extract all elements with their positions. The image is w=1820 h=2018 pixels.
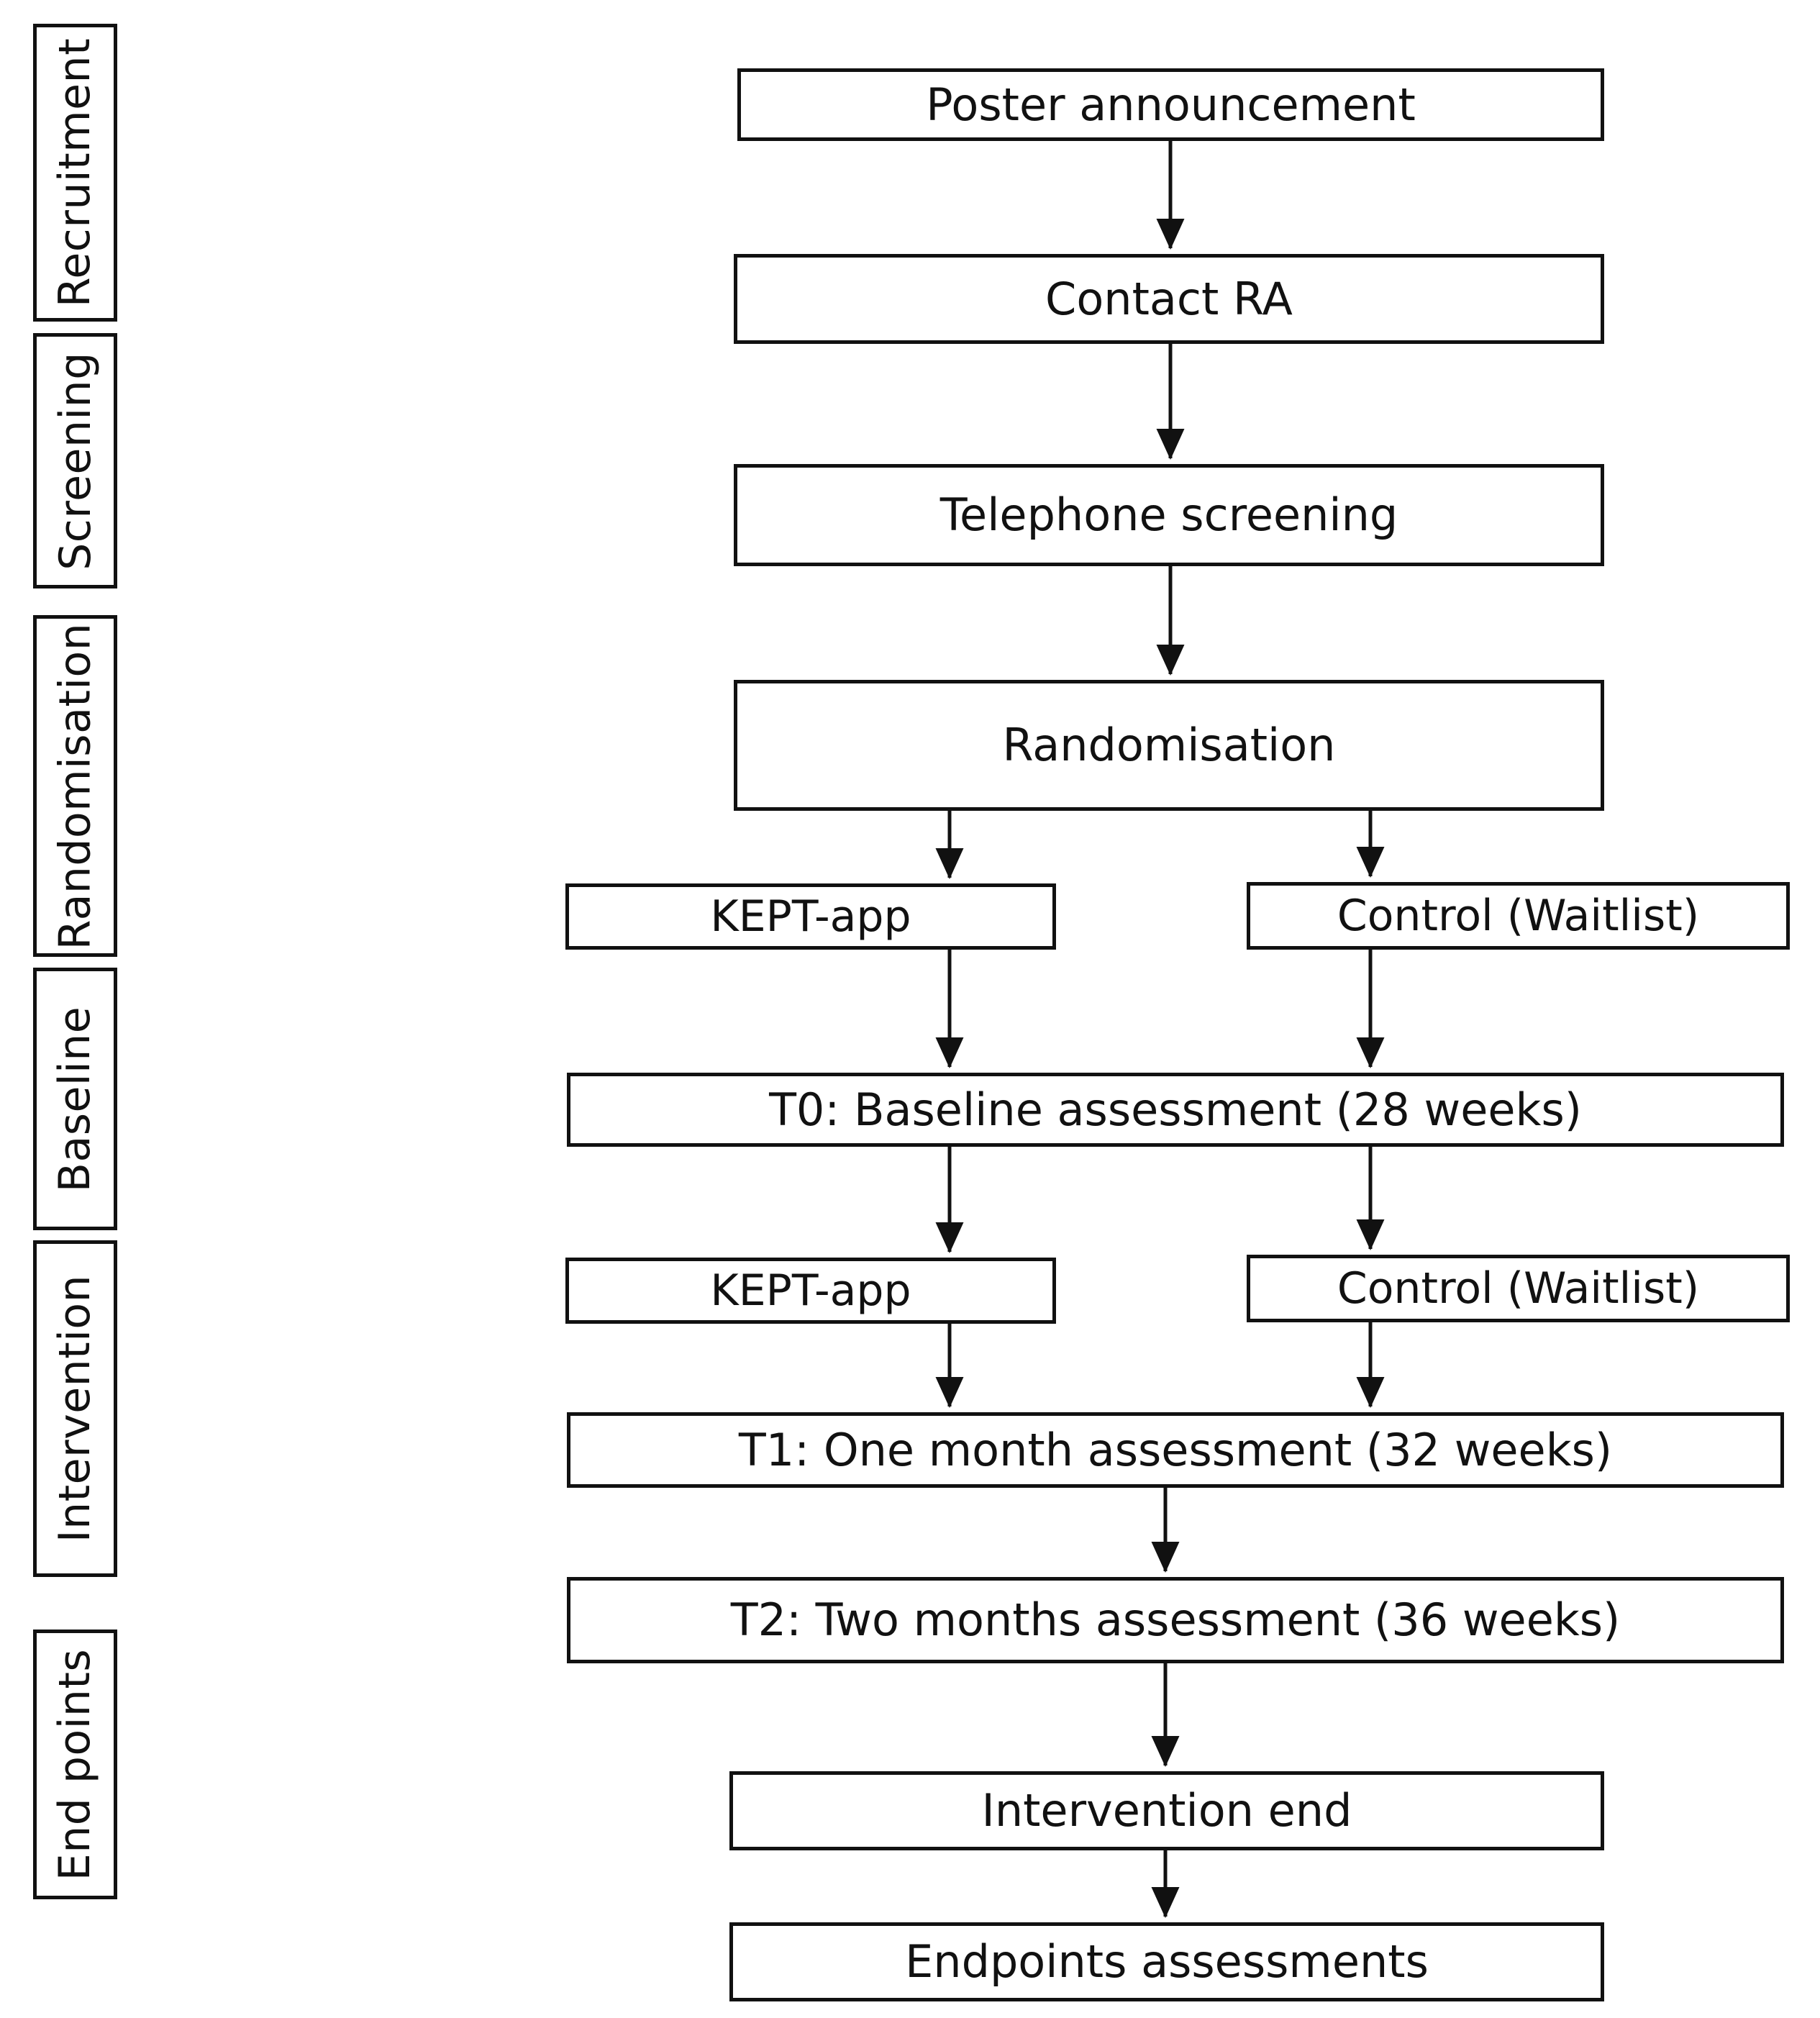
node-control-waitlist-intervention: Control (Waitlist) xyxy=(1247,1255,1790,1322)
node-t1-one-month-assessment: T1: One month assessment (32 weeks) xyxy=(567,1412,1784,1488)
node-kept-app-intervention: KEPT-app xyxy=(565,1258,1056,1324)
stage-box-recruitment: Recruitment xyxy=(33,24,117,322)
node-label-kept-app-intervention: KEPT-app xyxy=(710,1265,911,1316)
node-t0-baseline-assessment: T0: Baseline assessment (28 weeks) xyxy=(567,1073,1784,1147)
node-label-kept-app-randomisation: KEPT-app xyxy=(710,891,911,942)
node-label-t0-baseline-assessment: T0: Baseline assessment (28 weeks) xyxy=(769,1083,1582,1136)
node-label-contact-ra: Contact RA xyxy=(1045,272,1293,325)
node-label-control-waitlist-intervention: Control (Waitlist) xyxy=(1337,1263,1700,1314)
node-label-control-waitlist-randomisation: Control (Waitlist) xyxy=(1337,890,1700,941)
node-control-waitlist-randomisation: Control (Waitlist) xyxy=(1247,882,1790,950)
node-label-endpoints-assessments: Endpoints assessments xyxy=(905,1935,1429,1989)
node-label-poster-announcement: Poster announcement xyxy=(926,78,1416,131)
node-endpoints-assessments: Endpoints assessments xyxy=(729,1922,1604,2001)
stage-box-randomisation: Randomisation xyxy=(33,615,117,957)
node-label-telephone-screening: Telephone screening xyxy=(939,488,1398,542)
stage-box-end-points: End points xyxy=(33,1630,117,1899)
node-kept-app-randomisation: KEPT-app xyxy=(565,883,1056,950)
node-label-t2-two-months-assessment: T2: Two months assessment (36 weeks) xyxy=(730,1594,1621,1647)
node-t2-two-months-assessment: T2: Two months assessment (36 weeks) xyxy=(567,1577,1784,1663)
node-telephone-screening: Telephone screening xyxy=(734,464,1604,566)
node-label-t1-one-month-assessment: T1: One month assessment (32 weeks) xyxy=(738,1423,1613,1476)
stage-box-baseline: Baseline xyxy=(33,968,117,1230)
node-contact-ra: Contact RA xyxy=(734,254,1604,344)
node-intervention-end: Intervention end xyxy=(729,1771,1604,1850)
node-randomisation: Randomisation xyxy=(734,680,1604,811)
node-poster-announcement: Poster announcement xyxy=(737,68,1604,141)
node-label-intervention-end: Intervention end xyxy=(981,1784,1352,1837)
node-label-randomisation: Randomisation xyxy=(1002,719,1336,772)
stage-box-intervention: Intervention xyxy=(33,1240,117,1577)
stage-box-screening: Screening xyxy=(33,333,117,588)
